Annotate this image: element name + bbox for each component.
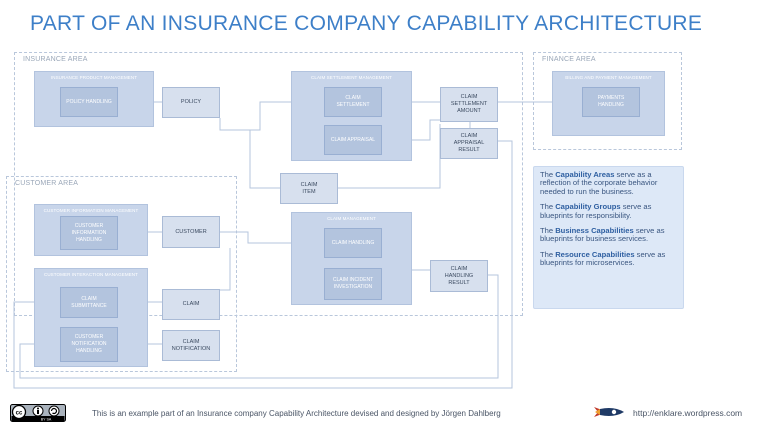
finance-area-label: FINANCE AREA bbox=[542, 56, 596, 63]
group-label: CUSTOMER INTERACTION MANAGEMENT bbox=[43, 272, 139, 277]
resource-label: CLAIM bbox=[182, 301, 200, 307]
capability-label: CLAIM APPRAISAL bbox=[330, 136, 376, 143]
cc-badge-label: BY SA bbox=[41, 417, 52, 421]
insurance-area: INSURANCE AREA bbox=[14, 52, 523, 316]
capability-label: POLICY HANDLING bbox=[66, 98, 112, 105]
capability-customer-notification-handling: CUSTOMER NOTIFICATION HANDLING bbox=[60, 327, 118, 362]
legend-capability-groups: The Capability Groups serve as blueprint… bbox=[540, 202, 652, 220]
creative-commons-by-sa-icon[interactable]: cc BY SA bbox=[10, 404, 66, 422]
resource-claim-settlement-amount: CLAIM SETTLEMENT AMOUNT bbox=[440, 87, 498, 122]
resource-policy: POLICY bbox=[162, 87, 220, 118]
capability-label: CUSTOMER INFORMATION HANDLING bbox=[71, 222, 107, 243]
capability-label: CLAIM HANDLING bbox=[331, 239, 375, 246]
page-title: PART OF AN INSURANCE COMPANY CAPABILITY … bbox=[30, 12, 703, 35]
group-label: INSURANCE PRODUCT MANAGEMENT bbox=[50, 75, 138, 80]
resource-label: CLAIM SETTLEMENT AMOUNT bbox=[450, 94, 488, 114]
resource-claim: CLAIM bbox=[162, 289, 220, 320]
resource-label: CLAIM NOTIFICATION bbox=[171, 338, 211, 352]
resource-claim-notification: CLAIM NOTIFICATION bbox=[162, 330, 220, 361]
svg-text:cc: cc bbox=[16, 410, 23, 416]
resource-claim-handling-result: CLAIM HANDLING RESULT bbox=[430, 260, 488, 292]
capability-claim-settlement: CLAIM SETTLEMENT bbox=[324, 87, 382, 117]
legend-panel: The Capability Areas serve as a reflecti… bbox=[533, 166, 684, 309]
customer-area: CUSTOMER AREA bbox=[6, 176, 237, 372]
resource-label: POLICY bbox=[180, 99, 202, 105]
capability-payments-handling: PAYMENTS HANDLING bbox=[582, 87, 640, 117]
capability-claim-submittance: CLAIM SUBMITTANCE bbox=[60, 287, 118, 318]
group-label: CLAIM MANAGEMENT bbox=[327, 216, 376, 221]
footer-attribution: This is an example part of an Insurance … bbox=[92, 409, 501, 418]
capability-label: CLAIM SETTLEMENT bbox=[336, 95, 370, 108]
capability-label: PAYMENTS HANDLING bbox=[597, 95, 625, 108]
capability-label: CLAIM SUBMITTANCE bbox=[71, 295, 107, 309]
capability-claim-appraisal: CLAIM APPRAISAL bbox=[324, 125, 382, 155]
legend-resource-capabilities: The Resource Capabilities serve as bluep… bbox=[540, 249, 666, 268]
capability-label: CUSTOMER NOTIFICATION HANDLING bbox=[71, 334, 107, 354]
group-label: CLAIM SETTLEMENT MANAGEMENT bbox=[311, 75, 392, 80]
resource-claim-item: CLAIM ITEM bbox=[280, 173, 338, 204]
resource-claim-appraisal-result: CLAIM APPRAISAL RESULT bbox=[440, 128, 498, 159]
resource-label: CUSTOMER bbox=[175, 228, 207, 235]
footer-website-link[interactable]: http://enklare.wordpress.com bbox=[633, 408, 743, 418]
rocket-icon bbox=[594, 407, 624, 417]
resource-customer: CUSTOMER bbox=[162, 216, 220, 248]
capability-label: CLAIM INCIDENT INVESTIGATION bbox=[332, 277, 374, 290]
capability-policy-handling: POLICY HANDLING bbox=[60, 87, 118, 117]
finance-area: FINANCE AREA bbox=[533, 52, 682, 150]
resource-label: CLAIM HANDLING RESULT bbox=[444, 265, 474, 286]
customer-area-label: CUSTOMER AREA bbox=[15, 180, 79, 187]
insurance-area-label: INSURANCE AREA bbox=[23, 56, 88, 63]
group-label: BILLING AND PAYMENT MANAGEMENT bbox=[565, 75, 652, 80]
legend-business-capabilities: The Business Capabilities serve as bluep… bbox=[540, 226, 665, 244]
capability-customer-information-handling: CUSTOMER INFORMATION HANDLING bbox=[60, 216, 118, 250]
capability-claim-handling: CLAIM HANDLING bbox=[324, 228, 382, 258]
resource-label: CLAIM ITEM bbox=[300, 181, 318, 195]
legend-capability-areas: The Capability Areas serve as a reflecti… bbox=[540, 170, 658, 196]
capability-claim-incident-investigation: CLAIM INCIDENT INVESTIGATION bbox=[324, 268, 382, 300]
resource-label: CLAIM APPRAISAL RESULT bbox=[453, 133, 485, 153]
group-label: CUSTOMER INFORMATION MANAGEMENT bbox=[43, 208, 139, 213]
